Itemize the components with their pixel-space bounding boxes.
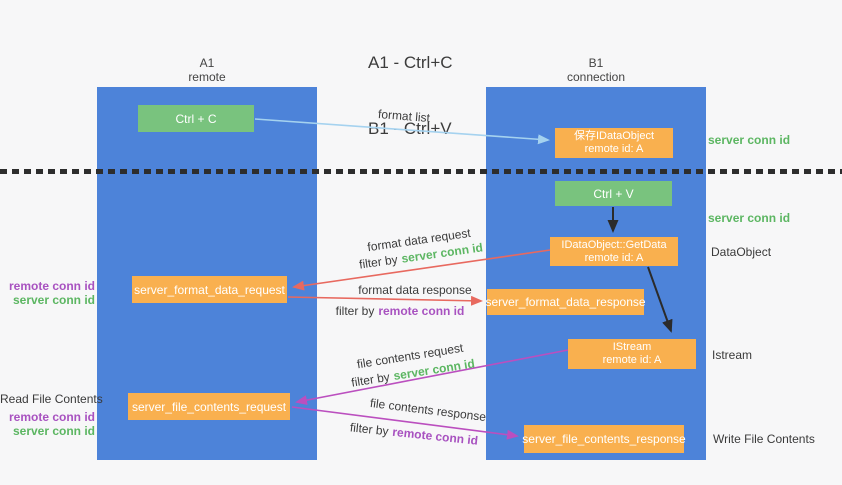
remote-conn-id-file-label: remote conn id <box>8 410 95 424</box>
server-file-contents-response-node: server_file_contents_response <box>522 425 686 453</box>
server-file-contents-request-node: server_file_contents_request <box>128 393 290 420</box>
server-format-data-response-node: server_format_data_response <box>485 289 646 315</box>
getdata-node: IDataObject::GetData remote id: A <box>550 237 678 266</box>
istream-side-label: Istream <box>712 348 753 362</box>
ctrl-c-node: Ctrl + C <box>138 105 254 132</box>
istream-line1: IStream <box>612 341 652 353</box>
title-line-1: A1 - Ctrl+C <box>368 53 453 72</box>
server-format-data-request-node: server_format_data_request <box>132 276 287 303</box>
column-a1-title: A1 <box>199 56 215 70</box>
save-dataobject-line1: 保存IDataObject <box>573 130 655 142</box>
remote-conn-id-text: remote conn id <box>391 424 479 448</box>
ctrl-v-label: Ctrl + V <box>593 186 634 201</box>
column-b1-title: B1 <box>588 56 604 70</box>
server-conn-id-file-label: server conn id <box>12 424 95 438</box>
read-file-contents-label: Read File Contents <box>0 392 103 406</box>
file-request-conn-ids: Read File Contents remote conn id server… <box>0 392 103 438</box>
istream-node: IStream remote id: A <box>568 339 696 369</box>
remote-conn-id-text: remote conn id <box>378 304 465 318</box>
server-conn-id-label-mid: server conn id <box>708 211 791 225</box>
save-dataobject-line2: remote id: A <box>584 143 644 155</box>
filter-by-text: filter by <box>358 252 399 272</box>
format-data-response-label: format data response <box>358 283 472 297</box>
getdata-line2: remote id: A <box>584 251 644 264</box>
save-dataobject-node: 保存IDataObject remote id: A <box>555 128 673 158</box>
server-format-data-response-label: server_format_data_response <box>485 295 646 309</box>
copy-paste-divider <box>0 169 842 174</box>
column-a1-header: A1 remote <box>127 56 287 84</box>
server-conn-id-label-top: server conn id <box>708 133 791 147</box>
ctrl-c-label: Ctrl + C <box>175 111 217 126</box>
file-contents-response-label: file contents response <box>369 395 487 425</box>
istream-line2: remote id: A <box>602 354 662 366</box>
write-file-contents-label: Write File Contents <box>713 432 815 446</box>
server-format-data-request-label: server_format_data_request <box>134 282 285 297</box>
remote-conn-id-format-label: remote conn id <box>8 279 95 293</box>
filter-by-text: filter by <box>350 369 391 390</box>
format-request-conn-ids: remote conn id server conn id <box>0 279 95 307</box>
server-file-contents-response-label: server_file_contents_response <box>522 432 686 446</box>
dataobject-label: DataObject <box>711 245 772 259</box>
column-b1-subtitle: connection <box>566 70 626 84</box>
server-file-contents-request-label: server_file_contents_request <box>131 399 287 414</box>
column-a1-subtitle: remote <box>188 70 226 84</box>
ctrl-v-node: Ctrl + V <box>555 181 672 206</box>
getdata-line1: IDataObject::GetData <box>561 238 667 251</box>
server-conn-id-format-label: server conn id <box>12 293 95 307</box>
filter-by-text: filter by <box>349 420 390 439</box>
diagram-title: A1 - Ctrl+C B1 - Ctrl+V <box>368 8 453 184</box>
column-b1-header: B1 connection <box>516 56 676 84</box>
filter-by-text: filter by <box>335 304 375 318</box>
